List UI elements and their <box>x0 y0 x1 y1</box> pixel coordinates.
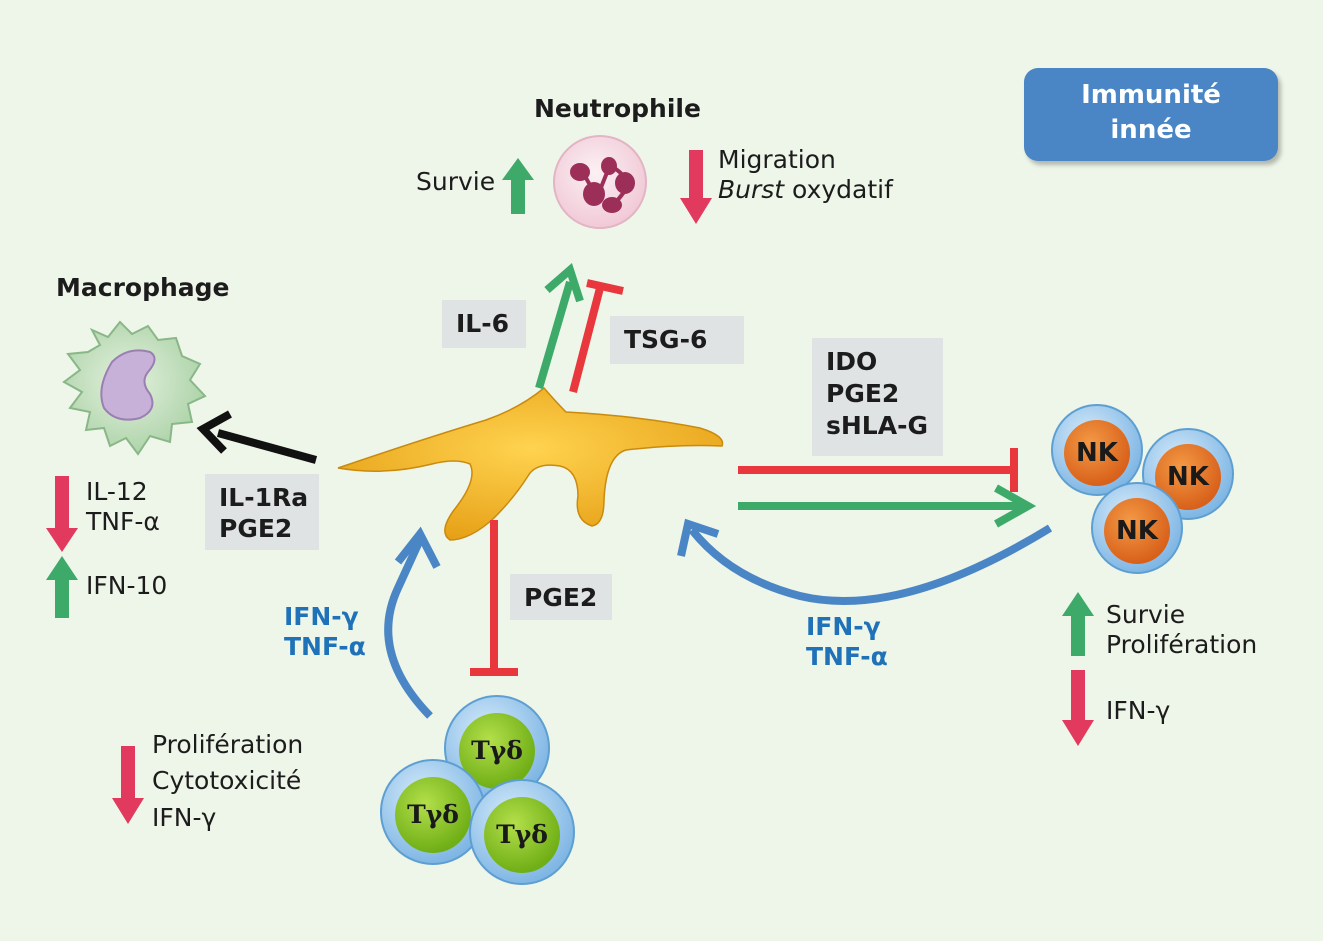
macrophage-up-arrow <box>46 556 78 618</box>
box-item: sHLA-G <box>826 411 928 440</box>
nk-feedback-arrow <box>688 524 1053 605</box>
tgd-cell-1 <box>444 695 550 801</box>
badge-line-2: innée <box>1110 115 1192 146</box>
macrophage-arrow <box>216 429 318 464</box>
tgd-feedback-arrow <box>384 538 433 719</box>
il6-activation-arrow <box>535 280 574 390</box>
neutrophil-down-labels: Migration Burst oxydatif <box>718 145 893 204</box>
il6-text: IL-6 <box>456 309 510 338</box>
macrophage-down-item: IL-12 <box>86 477 148 506</box>
tgd-cell-label: Tγδ <box>471 736 523 765</box>
ido-pge2-shlag-box: IDO PGE2 sHLA-G <box>812 338 943 456</box>
nk-feedback-arrowhead <box>677 518 720 557</box>
box-item: PGE2 <box>826 379 900 408</box>
immunity-badge: Immunité innée <box>1024 68 1278 161</box>
tgd-down-item: Prolifération <box>152 730 304 759</box>
feedback-item: TNF-α <box>284 631 366 661</box>
nk-cell-label: NK <box>1167 462 1209 492</box>
macrophage-down-item: TNF-α <box>86 506 160 536</box>
il1ra-pge2-box: IL-1Ra PGE2 <box>205 474 319 550</box>
neutrophil-down-item: Migration <box>718 145 836 174</box>
tgd-down-item: Cytotoxicité <box>152 766 302 796</box>
feedback-item: IFN-γ <box>806 612 881 641</box>
macrophage-up-label: IFN-10 <box>86 571 168 600</box>
burst-rest: oxydatif <box>784 174 893 204</box>
tsg6-inhibition-bar <box>586 279 624 295</box>
macrophage-title: Macrophage <box>56 273 230 302</box>
nk-cell-1 <box>1051 404 1143 496</box>
tgd-cell-2 <box>380 759 486 865</box>
tgd-feedback-label: IFN-γ TNF-α <box>284 602 366 661</box>
macrophage-cell <box>62 320 207 456</box>
tgd-down-labels: Prolifération Cytotoxicité IFN-γ <box>152 727 303 836</box>
nk-cell-3 <box>1091 482 1183 574</box>
badge-line-1: Immunité <box>1081 80 1221 110</box>
nk-down-label: IFN-γ <box>1106 696 1171 725</box>
neutrophil-cell <box>553 135 647 229</box>
nk-cell-label: NK <box>1076 438 1118 468</box>
nk-activation-arrowhead <box>994 484 1037 528</box>
tsg6-text: TSG-6 <box>624 325 708 354</box>
burst-word: Burst <box>718 174 785 204</box>
neutrophil-up-label: Survie <box>416 167 496 196</box>
box-item: IL-1Ra <box>219 483 309 512</box>
nk-up-item: Prolifération <box>1106 629 1258 659</box>
nk-up-labels: Survie Prolifération <box>1106 600 1257 659</box>
tsg6-box: TSG-6 <box>610 316 744 364</box>
tgd-feedback-arrowhead <box>394 526 441 569</box>
box-item: PGE2 <box>219 514 293 544</box>
nk-down-arrow <box>1062 670 1094 746</box>
macrophage-down-labels: IL-12 TNF-α <box>86 477 160 536</box>
macrophage-down-arrow <box>46 476 78 552</box>
tgd-down-item: IFN-γ <box>152 802 217 832</box>
il6-arrowhead <box>544 263 584 303</box>
box-item: IDO <box>826 347 878 376</box>
tsg6-inhibition-line <box>569 286 604 394</box>
tgd-cell-label: Tγδ <box>407 800 459 829</box>
neutrophil-title: Neutrophile <box>534 94 701 123</box>
tgd-cell-3 <box>469 779 575 885</box>
nk-feedback-label: IFN-γ TNF-α <box>806 612 888 671</box>
nk-up-item: Survie <box>1106 600 1186 629</box>
neutrophil-down-item: Burst oxydatif <box>718 175 893 205</box>
tgd-pge2-text: PGE2 <box>524 583 598 612</box>
nk-up-arrow <box>1062 592 1094 656</box>
neutrophil-up-arrow <box>502 158 534 214</box>
tgd-cell-label: Tγδ <box>496 820 548 849</box>
feedback-item: TNF-α <box>806 641 888 671</box>
il6-box: IL-6 <box>442 300 526 348</box>
msc-cell <box>337 386 724 541</box>
feedback-item: IFN-γ <box>284 602 359 631</box>
tgd-down-arrow <box>112 746 144 824</box>
neutrophil-down-arrow <box>680 150 712 224</box>
tgd-pge2-box: PGE2 <box>510 574 612 620</box>
macrophage-arrowhead <box>196 410 232 454</box>
nk-cell-label: NK <box>1116 516 1158 546</box>
